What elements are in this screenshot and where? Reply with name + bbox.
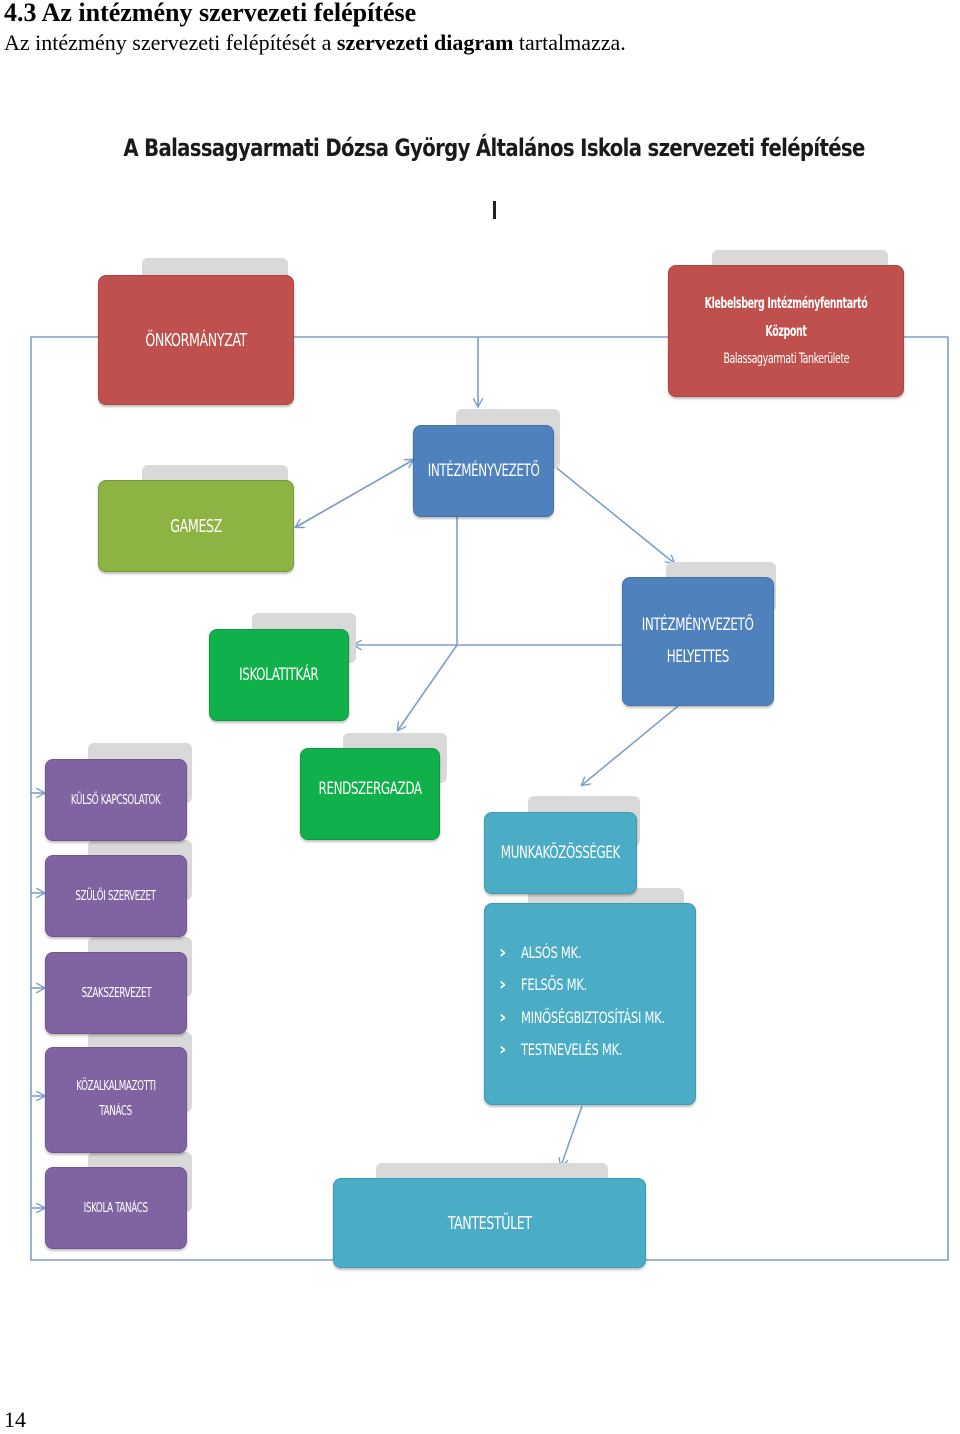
chevron-right-icon: › — [499, 1006, 507, 1028]
node-label: INTÉZMÉNYVEZETŐ — [427, 461, 540, 481]
node-label-line2: TANÁCS — [99, 1104, 133, 1119]
node-label: ISKOLA TANÁCS — [84, 1200, 148, 1216]
list-item: ›ALSÓS MK. — [499, 941, 582, 963]
intro-text-end: tartalmazza. — [513, 30, 626, 55]
list-item: ›MINŐSÉGBIZTOSÍTÁSI MK. — [499, 1006, 665, 1028]
diagram-title: A Balassagyarmati Dózsa György Általános… — [123, 134, 865, 162]
text-cursor-mark — [493, 201, 496, 219]
intro-text-start: Az intézmény szervezeti felépítését a — [4, 30, 337, 55]
intro-text-bold: szervezeti diagram — [336, 30, 514, 55]
list-item: ›FELSŐS MK. — [499, 974, 587, 996]
arrow-from-gamesz — [295, 460, 413, 528]
chevron-right-icon: › — [499, 974, 507, 996]
node-label: GAMESZ — [170, 515, 222, 537]
node-iskola-tanacs: ISKOLA TANÁCS — [45, 1167, 187, 1249]
node-rendszergazda: RENDSZERGAZDA — [300, 748, 440, 840]
section-heading: 4.3 Az intézmény szervezeti felépítése — [4, 0, 417, 27]
chevron-right-icon: › — [499, 941, 507, 963]
arrow-to-tantestulet — [561, 1105, 583, 1166]
node-intezmenyvezeto-helyettes: INTÉZMÉNYVEZETŐ HELYETTES — [622, 577, 774, 706]
node-szuloi-szervezet: SZÜLŐI SZERVEZET — [45, 855, 187, 937]
node-label-line1: INTÉZMÉNYVEZETŐ — [642, 615, 754, 636]
node-label-line2: HELYETTES — [666, 646, 730, 667]
node-intezmenyvezeto: INTÉZMÉNYVEZETŐ — [413, 425, 554, 517]
page-number: 14 — [4, 1407, 26, 1432]
node-label: SZÜLŐI SZERVEZET — [75, 888, 157, 904]
node-gamesz: GAMESZ — [98, 480, 294, 572]
node-label: ÖNKORMÁNYZAT — [145, 329, 247, 351]
node-label: ISKOLATITKÁR — [239, 665, 319, 685]
node-szakszervezet: SZAKSZERVEZET — [45, 952, 187, 1034]
node-label: MUNKAKÖZÖSSÉGEK — [500, 843, 621, 863]
node-label: SZAKSZERVEZET — [81, 985, 151, 1001]
mk-list: ›ALSÓS MK. ›FELSŐS MK. ›MINŐSÉGBIZTOSÍTÁ… — [499, 936, 721, 1066]
node-label-line1: Klebelsberg Intézményfenntartó Központ — [704, 293, 868, 341]
node-tantestulet: TANTESTÜLET — [333, 1178, 646, 1268]
list-item: ›TESTNEVELÉS MK. — [499, 1039, 623, 1061]
node-label: TANTESTÜLET — [447, 1212, 532, 1234]
node-onkormanyzat: ÖNKORMÁNYZAT — [98, 275, 294, 405]
node-label: RENDSZERGAZDA — [318, 779, 422, 799]
node-label: KÜLSŐ KAPCSOLATOK — [71, 792, 161, 808]
node-klebelsberg: Klebelsberg Intézményfenntartó Központ B… — [668, 265, 904, 397]
chevron-right-icon: › — [499, 1039, 507, 1061]
node-label-line1: KÖZALKALMAZOTTI — [76, 1079, 156, 1095]
intro-paragraph: Az intézmény szervezeti felépítését a sz… — [4, 28, 626, 58]
node-kulso-kapcsolatok: KÜLSŐ KAPCSOLATOK — [45, 759, 187, 841]
node-kozalkalmazotti-tanacs: KÖZALKALMAZOTTI TANÁCS — [45, 1047, 187, 1153]
node-iskolatitkar: ISKOLATITKÁR — [209, 629, 349, 721]
arrow-to-helyettes — [552, 464, 674, 563]
node-label-line2: Balassagyarmati Tankerülete — [723, 350, 849, 367]
node-munkakozossegek: MUNKAKÖZÖSSÉGEK — [484, 812, 637, 894]
arrow-to-rendszergazda — [398, 644, 458, 730]
arrow-to-munkakozossegek — [582, 705, 679, 785]
node-mk-list-box — [484, 903, 696, 1105]
